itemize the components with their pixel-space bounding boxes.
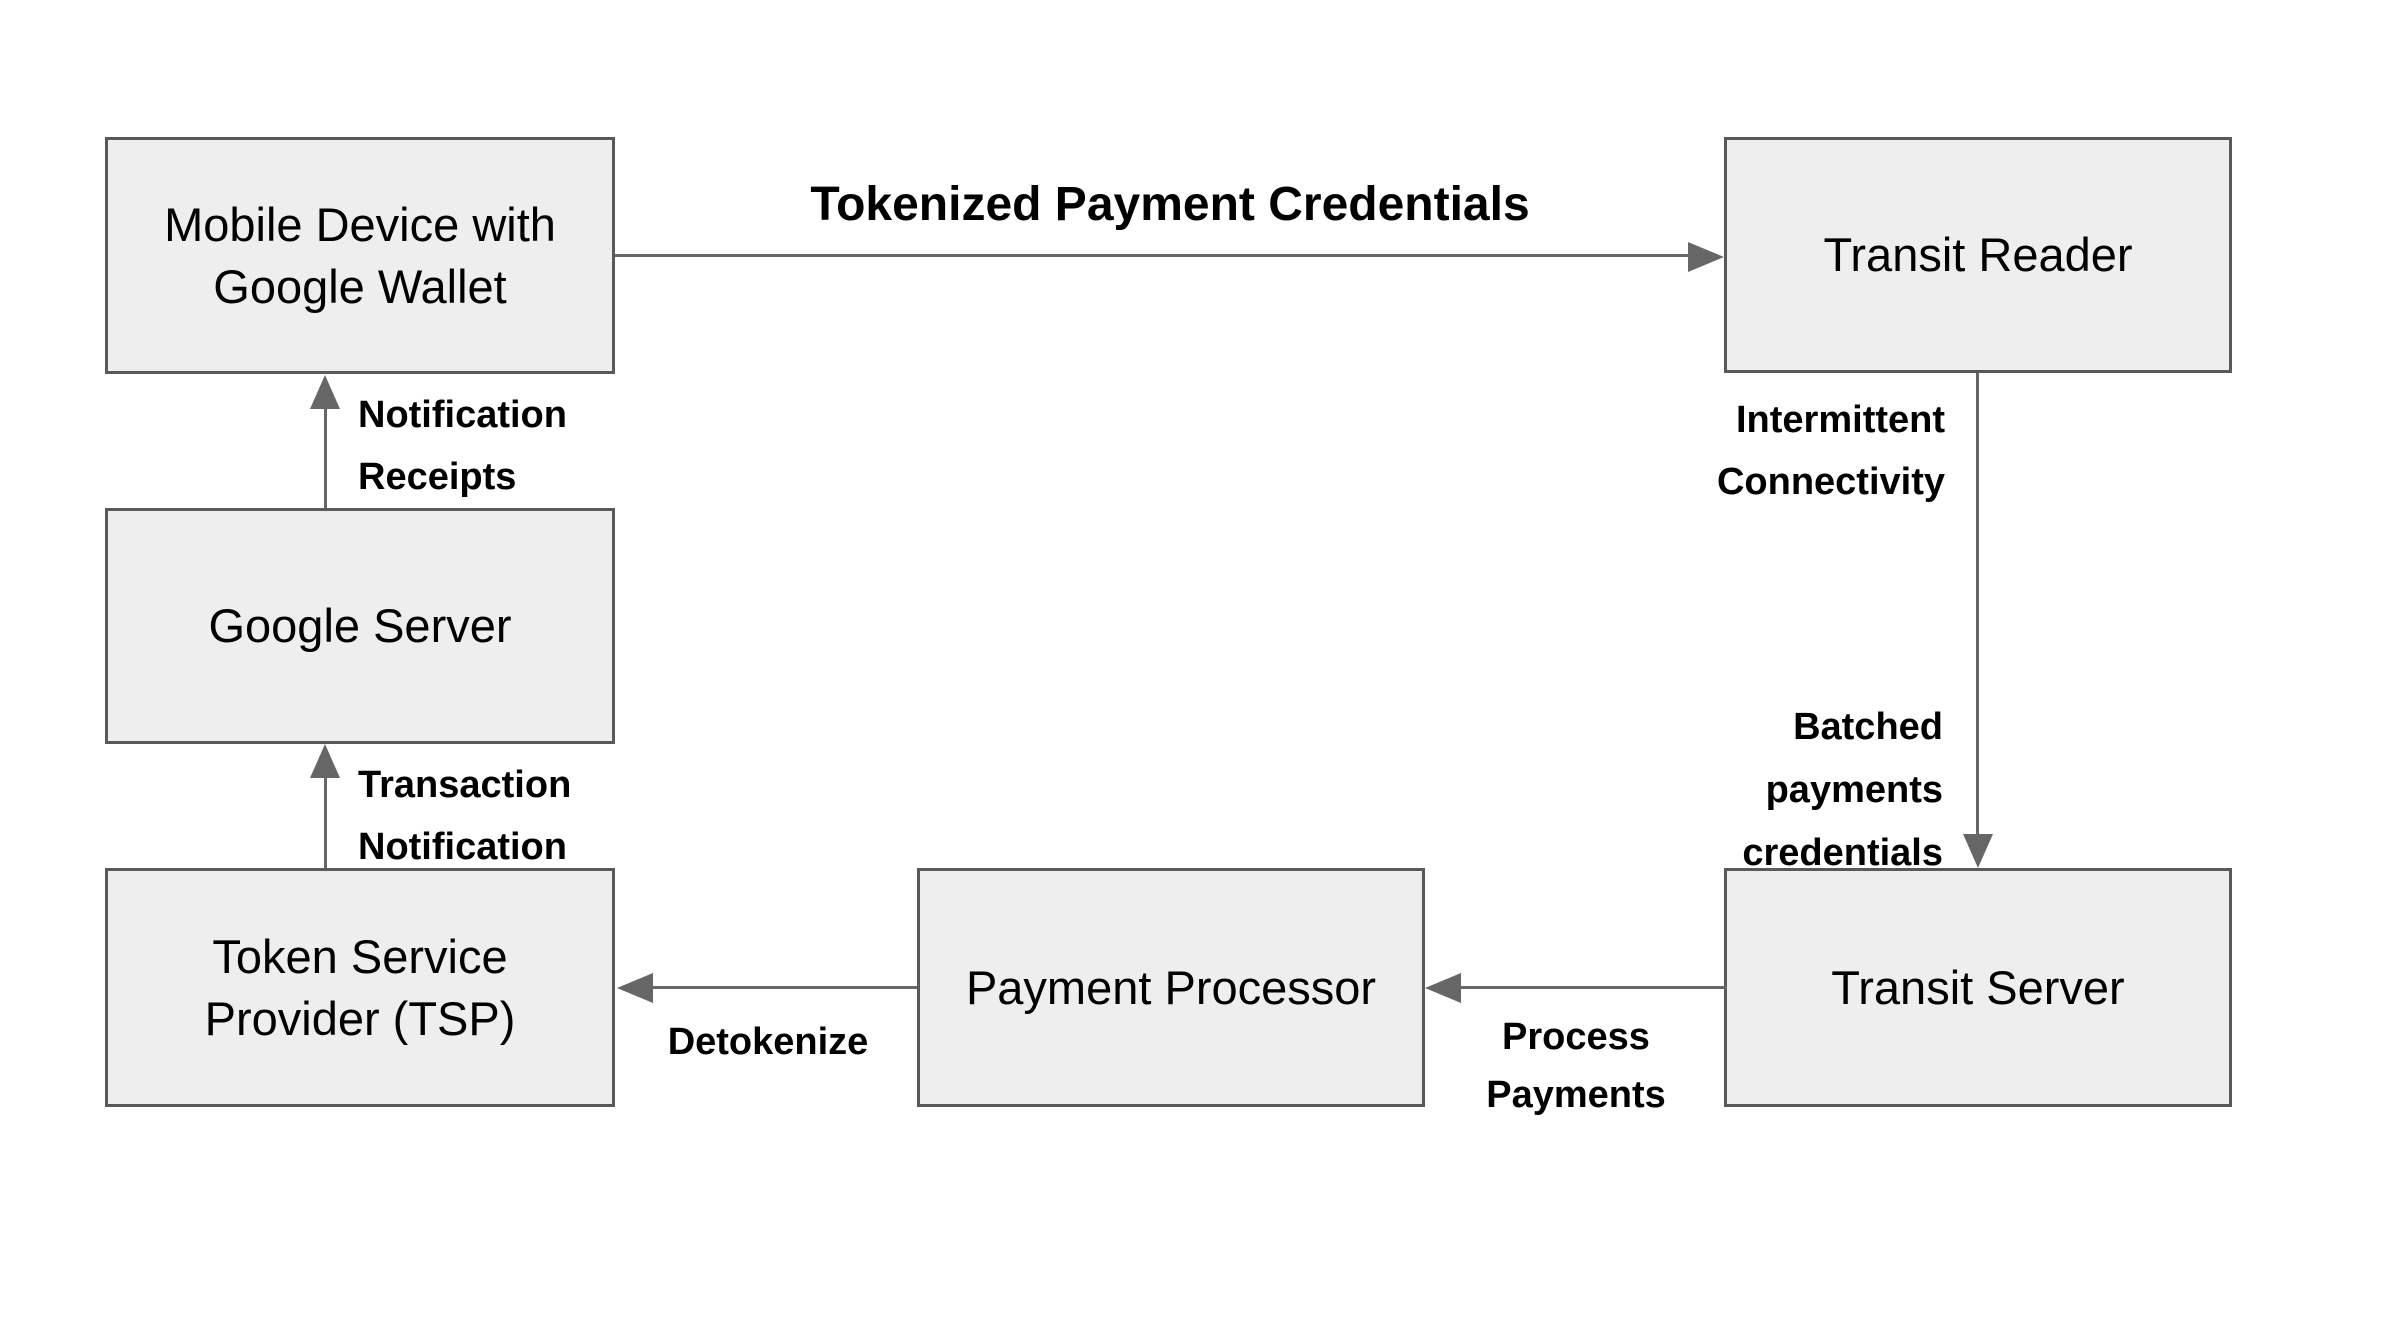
edge-notification-receipts-line — [324, 406, 327, 508]
node-label: Token Service Provider (TSP) — [204, 929, 516, 1045]
edge-transaction-notification-label: Transaction Notification — [358, 764, 572, 868]
edge-batched-payments-line — [1976, 373, 1979, 836]
edge-process-payments-label: Process Payments — [1486, 1016, 1666, 1116]
edge-tokenized-payment-credentials-label: Tokenized Payment Credentials — [810, 178, 1530, 231]
edge-batched-payments-credentials-label: Batched payments credentials — [1742, 706, 1943, 874]
edge-detokenize-label: Detokenize — [667, 1021, 869, 1063]
node-label: Mobile Device with Google Wallet — [164, 197, 556, 313]
arrowhead-left-icon — [1425, 973, 1461, 1003]
node-token-service-provider: Token Service Provider (TSP) — [105, 868, 615, 1107]
node-payment-processor: Payment Processor — [917, 868, 1425, 1107]
arrowhead-up-icon — [310, 744, 340, 778]
arrowhead-left-icon — [617, 973, 653, 1003]
edge-notification-receipts-label: Notification Receipts — [358, 394, 567, 498]
edge-detokenize-line — [651, 986, 917, 989]
node-label: Transit Reader — [1823, 228, 2133, 281]
node-google-server: Google Server — [105, 508, 615, 744]
edge-process-payments-line — [1459, 986, 1727, 989]
arrowhead-down-icon — [1963, 834, 1993, 868]
node-mobile-device-google-wallet: Mobile Device with Google Wallet — [105, 137, 615, 374]
node-transit-server: Transit Server — [1724, 868, 2232, 1107]
edge-tokenized-payment-credentials-line — [615, 254, 1688, 257]
node-transit-reader: Transit Reader — [1724, 137, 2232, 373]
node-label: Payment Processor — [965, 960, 1377, 1014]
node-label: Google Server — [208, 599, 512, 652]
arrowhead-right-icon — [1688, 242, 1724, 272]
arrowhead-up-icon — [310, 375, 340, 409]
node-label: Transit Server — [1831, 960, 2125, 1014]
edge-intermittent-connectivity-label: Intermittent Connectivity — [1716, 399, 1945, 503]
edge-transaction-notification-line — [324, 775, 327, 868]
